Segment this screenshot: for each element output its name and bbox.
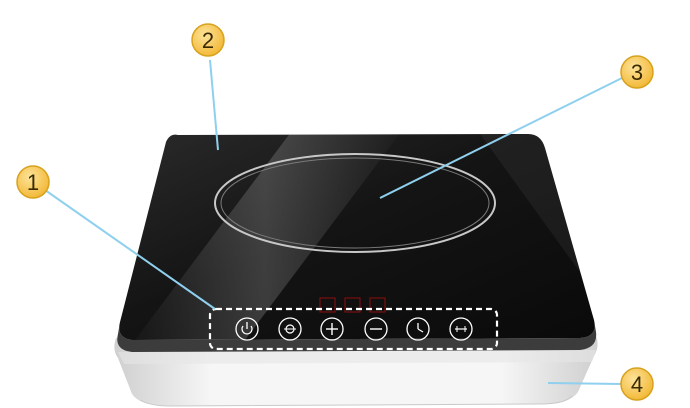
cooktop-base xyxy=(114,336,598,407)
timer-icon[interactable] xyxy=(406,317,430,341)
mode-icon[interactable] xyxy=(278,317,302,341)
callout-2-label: 2 xyxy=(202,28,214,53)
callout-3: 3 xyxy=(620,55,654,89)
callout-4-label: 4 xyxy=(631,372,643,397)
callout-1: 1 xyxy=(16,165,50,199)
plus-icon[interactable] xyxy=(320,317,344,341)
cooking-zone-ring xyxy=(214,153,496,253)
led-display xyxy=(319,297,386,313)
leader-line-3 xyxy=(379,77,623,199)
control-panel xyxy=(235,317,473,341)
callout-3-label: 3 xyxy=(631,60,643,85)
minus-icon[interactable] xyxy=(364,317,388,341)
glass-cooking-surface xyxy=(117,134,597,352)
leader-line-2 xyxy=(209,59,219,151)
leader-line-1 xyxy=(44,189,216,310)
callout-2: 2 xyxy=(191,23,225,57)
leader-lines xyxy=(44,59,623,385)
power-icon[interactable] xyxy=(235,317,259,341)
callout-1-label: 1 xyxy=(27,170,39,195)
callout-4: 4 xyxy=(620,367,654,401)
lock-icon[interactable] xyxy=(449,317,473,341)
leader-line-4 xyxy=(547,382,623,385)
